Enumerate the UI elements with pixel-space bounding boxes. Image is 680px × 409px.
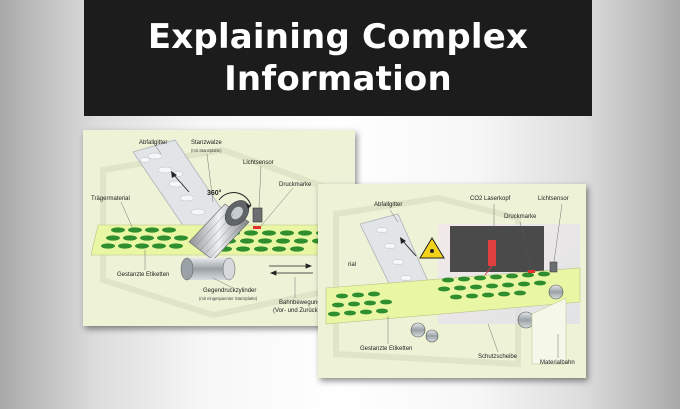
label-druckmarke: Druckmarke [504, 214, 537, 220]
direction-arrow-icon [269, 263, 313, 276]
material-web-down [531, 297, 567, 365]
label-gegendruckzylinder: Gegendruckzylinder [203, 288, 257, 294]
label-angle: 360° [207, 190, 222, 197]
waste-direction-arrow-icon [401, 239, 417, 257]
label-co2-laserkopf: CO2 Laserkopf [470, 196, 511, 202]
die-roller [188, 200, 250, 261]
light-sensor-icon [549, 261, 558, 273]
label-materialbahn: Materialbahn [540, 360, 575, 366]
label-abfallgitter: Abfallgitter [374, 202, 403, 208]
label-traegermaterial: Trägermaterial [91, 196, 130, 202]
laser-nozzle [488, 240, 496, 266]
label-gegendruckzylinder-sub: (mit eingespannter Stanzplatte) [199, 296, 258, 301]
label-stanzwalze-sub: (mit Stanzplatte) [191, 148, 222, 153]
light-sensor-icon [252, 207, 263, 223]
anvil-cylinder [180, 257, 236, 281]
title-banner: Explaining Complex Information [84, 0, 592, 116]
leader-lines [120, 141, 296, 298]
label-lichtsensor: Lichtsensor [538, 196, 569, 202]
label-bahnbewegung-sub: (Vor- und Zurück) [273, 308, 320, 314]
title-line-2: Information [224, 59, 452, 99]
print-mark [528, 270, 535, 273]
label-gestanzte-etiketten: Gestanzte Etiketten [360, 346, 413, 352]
rotary-die-illustration [90, 139, 342, 319]
label-gestanzte-etiketten: Gestanzte Etiketten [117, 272, 170, 278]
label-stanzwalze: Stanzwalze [191, 140, 222, 146]
laser-cutting-illustration [325, 194, 581, 368]
title-line-1: Explaining Complex [147, 17, 529, 57]
print-mark [253, 226, 261, 229]
label-traeger-partial: rial [348, 262, 357, 268]
label-bahnbewegung: Bahnbewegung [279, 300, 321, 306]
label-lichtsensor: Lichtsensor [243, 160, 274, 166]
waste-direction-arrow-icon [172, 173, 190, 193]
label-druckmarke: Druckmarke [279, 182, 312, 188]
label-abfallgitter: Abfallgitter [139, 140, 168, 146]
die-cut-labels [328, 271, 550, 317]
rotation-arrowhead-icon [246, 203, 251, 209]
rotation-arrow-icon [218, 192, 252, 207]
rotary-die-cutting-diagram: Abfallgitter Stanzwalze (mit Stanzplatte… [83, 130, 355, 326]
label-schutzscheibe: Schutzscheibe [478, 354, 518, 360]
leader-lines [387, 203, 563, 358]
laser-warning-icon [419, 237, 445, 259]
co2-laser-head [450, 226, 544, 272]
laser-cutting-diagram: Abfallgitter CO2 Laserkopf Lichtsensor D… [318, 184, 586, 378]
guide-rollers [410, 284, 564, 343]
